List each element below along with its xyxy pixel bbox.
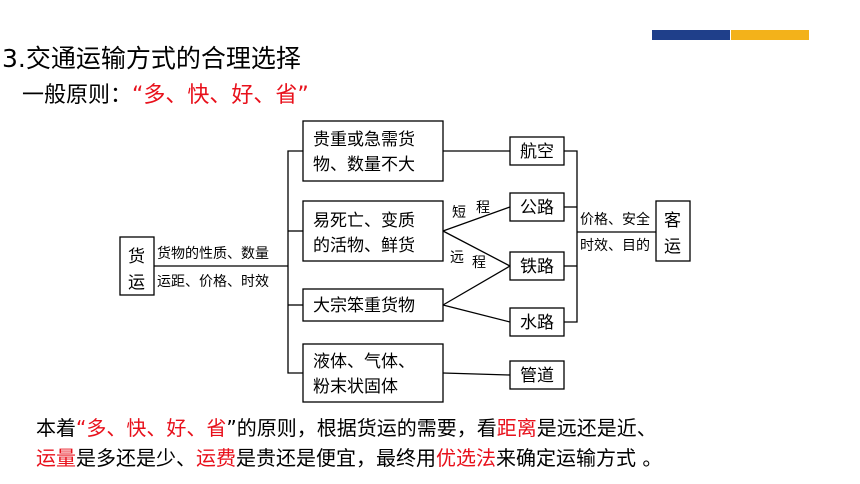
link-bulky-rail: [442, 265, 511, 306]
freight-char-1: 货: [128, 247, 145, 267]
link-fluid-pipeline: [442, 372, 511, 376]
summary-text: 本着“多、快、好、省”的原则，根据货运的需要，看距离是远还是近、 运量是多还是少…: [36, 413, 856, 473]
mode-pipeline: 管道: [520, 366, 554, 386]
summary-text-1: 本着: [36, 416, 76, 440]
link-bulky-water: [442, 304, 511, 323]
long-char-1: 远: [450, 250, 464, 266]
cargo-4-line-1: 液体、气体、: [313, 352, 415, 372]
keyword-cost: 运费: [196, 446, 236, 470]
freight-box: 货 运: [119, 236, 155, 296]
principle-quote: “多、快、好、省”: [132, 83, 309, 108]
cargo-2-line-2: 的活物、鲜货: [313, 236, 415, 256]
passenger-label-1: 价格、安全: [580, 211, 650, 228]
mode-box-rail: 铁路: [509, 251, 565, 281]
cargo-box-precious: 贵重或急需货 物、数量不大: [302, 120, 444, 182]
short-char-2: 程: [476, 200, 490, 216]
link-perishable-road: [442, 206, 511, 232]
mode-box-road: 公路: [509, 192, 565, 222]
mode-air: 航空: [520, 142, 554, 162]
cargo-1-line-1: 贵重或急需货: [313, 130, 415, 150]
cargo-4-line-2: 粉末状固体: [313, 377, 398, 397]
decor-bar-blue: [652, 30, 730, 40]
passenger-bracket: [564, 150, 578, 323]
cargo-box-fluid: 液体、气体、 粉末状固体: [302, 343, 444, 403]
cargo-3-line-1: 大宗笨重货物: [313, 296, 415, 316]
decor-bar-yellow: [731, 30, 809, 40]
principle-prefix: 一般原则：: [22, 83, 133, 108]
cargo-box-bulky: 大宗笨重货物: [302, 288, 444, 322]
mode-road: 公路: [520, 198, 554, 218]
freight-label-1: 货物的性质、数量: [157, 245, 269, 262]
passenger-char-1: 客: [664, 211, 681, 231]
passenger-char-2: 运: [664, 237, 681, 257]
freight-label-2: 运距、价格、时效: [157, 274, 269, 290]
keyword-distance: 距离: [496, 416, 537, 440]
slide-title: 3.交通运输方式的合理选择: [2, 44, 301, 73]
link-perishable-rail: [442, 230, 511, 267]
short-char-1: 短: [452, 205, 466, 221]
cargo-1-line-2: 物、数量不大: [313, 155, 415, 175]
summary-text-6: 来确定运输方式 。: [496, 446, 663, 470]
summary-line-1: 本着“多、快、好、省”的原则，根据货运的需要，看距离是远还是近、: [36, 413, 856, 443]
passenger-label-2: 时效、目的: [580, 238, 650, 254]
summary-text-3: 是远还是近、: [536, 416, 657, 440]
mode-box-pipeline: 管道: [509, 360, 565, 390]
keyword-optimization: 优选法: [436, 446, 496, 470]
mode-rail: 铁路: [520, 257, 554, 277]
summary-text-2: ”的原则，根据货运的需要，看: [226, 416, 497, 440]
summary-line-2: 运量是多还是少、运费是贵还是便宜，最终用优选法来确定运输方式 。: [36, 443, 856, 473]
passenger-box: 客 运: [655, 200, 691, 262]
mode-water: 水路: [520, 313, 554, 333]
general-principle: 一般原则：“多、快、好、省”: [22, 82, 309, 110]
summary-text-4: 是多还是少、: [76, 446, 196, 470]
long-char-2: 程: [472, 255, 486, 271]
cargo-box-perishable: 易死亡、变质 的活物、鲜货: [302, 200, 444, 262]
mode-box-water: 水路: [509, 307, 565, 337]
keyword-volume: 运量: [36, 446, 76, 470]
mode-box-air: 航空: [509, 136, 565, 166]
freight-char-2: 运: [128, 273, 145, 293]
cargo-bracket: [287, 150, 303, 374]
cargo-2-line-1: 易死亡、变质: [313, 211, 415, 231]
summary-principle: “多、快、好、省: [76, 416, 227, 440]
summary-text-5: 是贵还是便宜，最终用: [236, 446, 436, 470]
